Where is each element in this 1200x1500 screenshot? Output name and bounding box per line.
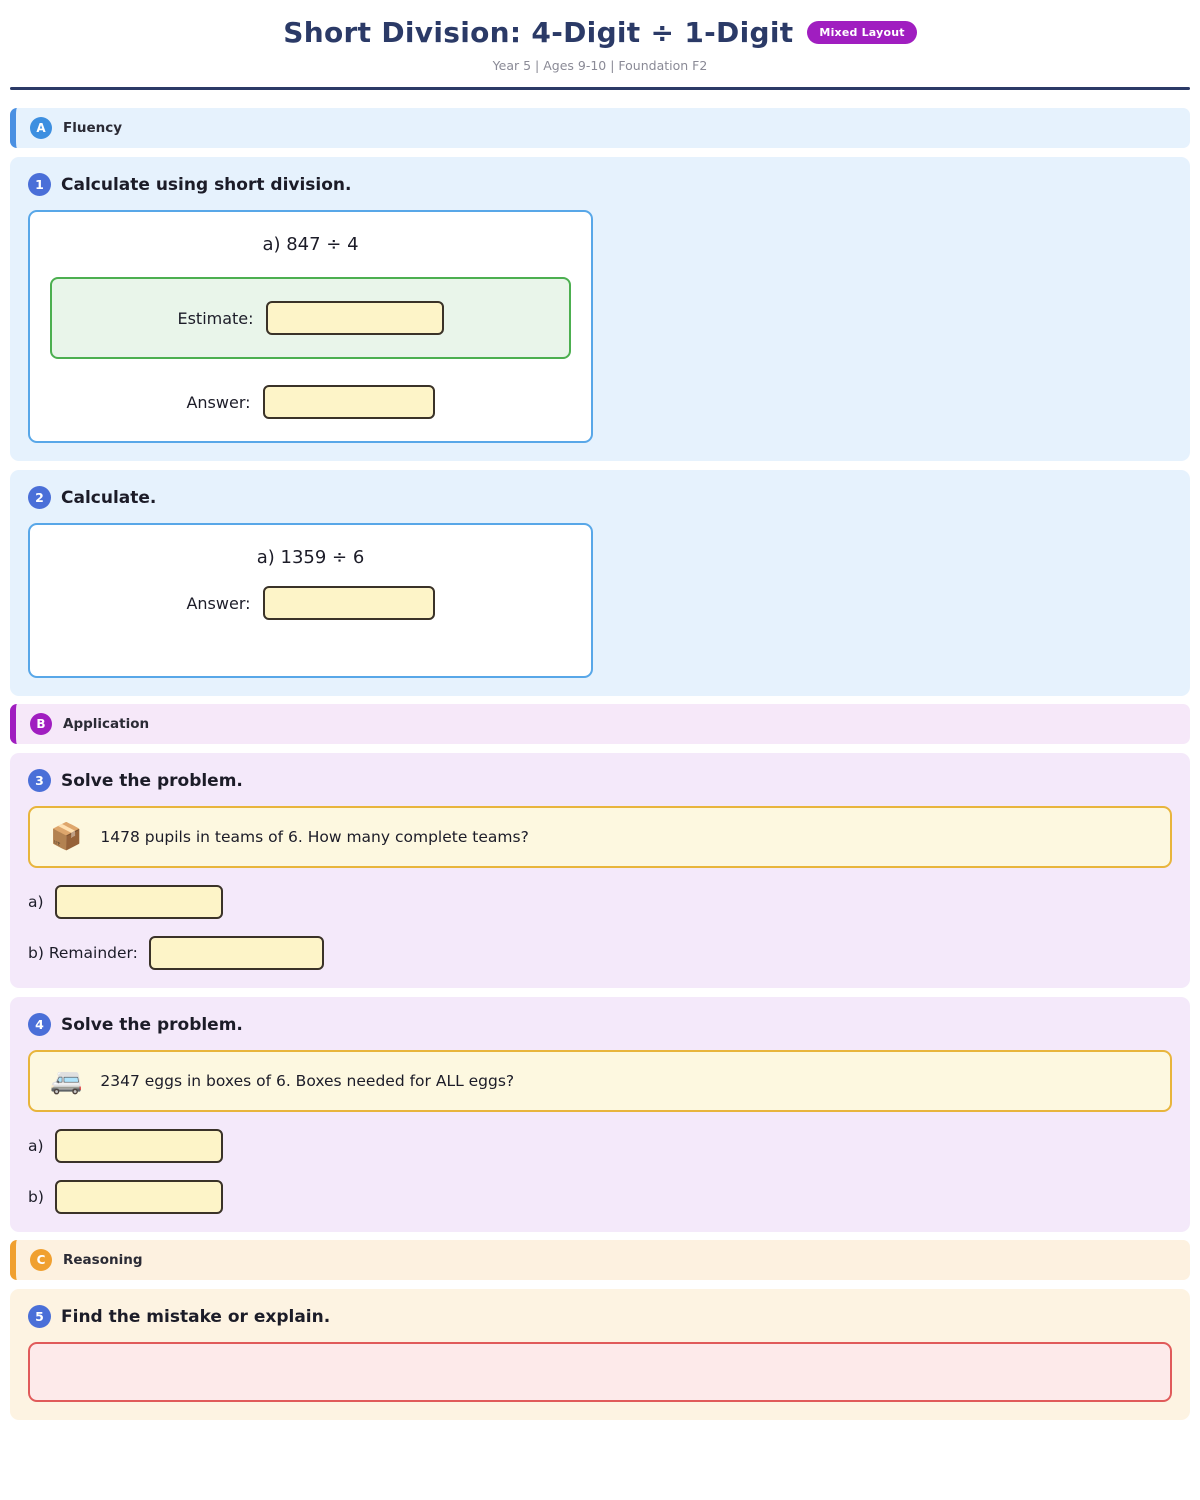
question-panel-2: 2 Calculate. a) 1359 ÷ 6 Answer:	[10, 470, 1190, 696]
expression-2a: a) 1359 ÷ 6	[256, 547, 365, 568]
question-3-part-a: a)	[28, 885, 1172, 919]
word-problem-card-3: 📦 1478 pupils in teams of 6. How many co…	[28, 806, 1172, 868]
estimate-input-1[interactable]	[265, 301, 444, 335]
part-a-label-4: a)	[28, 1137, 44, 1155]
section-letter-badge-b: B	[30, 713, 52, 735]
question-2-prompt: Calculate.	[61, 487, 157, 508]
answer-row-2: Answer:	[50, 586, 571, 620]
question-panel-1: 1 Calculate using short division. a) 847…	[10, 157, 1190, 461]
estimate-row-1: Estimate:	[68, 301, 553, 335]
reasoning-card-5	[28, 1342, 1172, 1402]
answer-row-1: Answer:	[50, 385, 571, 419]
question-4-header: 4 Solve the problem.	[28, 1013, 1172, 1036]
section-label-application: Application	[63, 716, 150, 732]
question-panel-5: 5 Find the mistake or explain.	[10, 1289, 1190, 1420]
header-divider	[10, 87, 1190, 90]
question-number-2: 2	[28, 486, 51, 509]
title-row: Short Division: 4-Digit ÷ 1-Digit Mixed …	[10, 16, 1190, 49]
question-number-4: 4	[28, 1013, 51, 1036]
question-number-1: 1	[28, 173, 51, 196]
answer-input-2[interactable]	[262, 586, 435, 620]
question-1-header: 1 Calculate using short division.	[28, 173, 1172, 196]
question-4-part-b: b)	[28, 1180, 1172, 1214]
part-a-input-3[interactable]	[54, 885, 223, 919]
package-box-icon: 📦	[50, 822, 83, 852]
estimate-label-1: Estimate:	[177, 308, 254, 328]
question-number-3: 3	[28, 769, 51, 792]
answer-label-1: Answer:	[186, 392, 251, 412]
question-1-prompt: Calculate using short division.	[61, 174, 352, 195]
question-panel-3: 3 Solve the problem. 📦 1478 pupils in te…	[10, 753, 1190, 988]
section-header-reasoning: C Reasoning	[10, 1240, 1190, 1280]
question-3-prompt: Solve the problem.	[61, 770, 243, 791]
question-4-prompt: Solve the problem.	[61, 1014, 243, 1035]
worksheet-header: Short Division: 4-Digit ÷ 1-Digit Mixed …	[10, 0, 1190, 100]
page-title: Short Division: 4-Digit ÷ 1-Digit	[283, 16, 794, 49]
section-letter-badge-a: A	[30, 117, 52, 139]
part-a-input-4[interactable]	[54, 1129, 223, 1163]
question-number-5: 5	[28, 1305, 51, 1328]
part-b-input-3[interactable]	[148, 936, 324, 970]
estimate-container-1: Estimate:	[50, 277, 571, 359]
part-a-label-3: a)	[28, 893, 44, 911]
section-header-application: B Application	[10, 704, 1190, 744]
section-header-fluency: A Fluency	[10, 108, 1190, 148]
expression-1a: a) 847 ÷ 4	[262, 234, 359, 255]
section-letter-badge-c: C	[30, 1249, 52, 1271]
section-label-fluency: Fluency	[63, 120, 123, 136]
layout-badge: Mixed Layout	[807, 21, 917, 44]
answer-label-2: Answer:	[186, 593, 251, 613]
calculation-card-1: a) 847 ÷ 4 Estimate: Answer:	[28, 210, 593, 443]
question-4-part-a: a)	[28, 1129, 1172, 1163]
question-5-header: 5 Find the mistake or explain.	[28, 1305, 1172, 1328]
worksheet-subtitle: Year 5 | Ages 9-10 | Foundation F2	[492, 58, 708, 73]
part-b-input-4[interactable]	[54, 1180, 223, 1214]
question-2-header: 2 Calculate.	[28, 486, 1172, 509]
word-problem-card-4: 🚐 2347 eggs in boxes of 6. Boxes needed …	[28, 1050, 1172, 1112]
calculation-card-2: a) 1359 ÷ 6 Answer:	[28, 523, 593, 678]
part-b-label-4: b)	[28, 1188, 44, 1206]
minibus-icon: 🚐	[50, 1066, 83, 1096]
word-problem-text-3: 1478 pupils in teams of 6. How many comp…	[100, 828, 529, 846]
question-3-part-b: b) Remainder:	[28, 936, 1172, 970]
question-5-prompt: Find the mistake or explain.	[61, 1306, 331, 1327]
word-problem-text-4: 2347 eggs in boxes of 6. Boxes needed fo…	[100, 1072, 515, 1090]
section-label-reasoning: Reasoning	[63, 1252, 143, 1268]
part-b-label-3: b) Remainder:	[28, 944, 138, 962]
question-3-header: 3 Solve the problem.	[28, 769, 1172, 792]
question-panel-4: 4 Solve the problem. 🚐 2347 eggs in boxe…	[10, 997, 1190, 1232]
answer-input-1[interactable]	[262, 385, 435, 419]
